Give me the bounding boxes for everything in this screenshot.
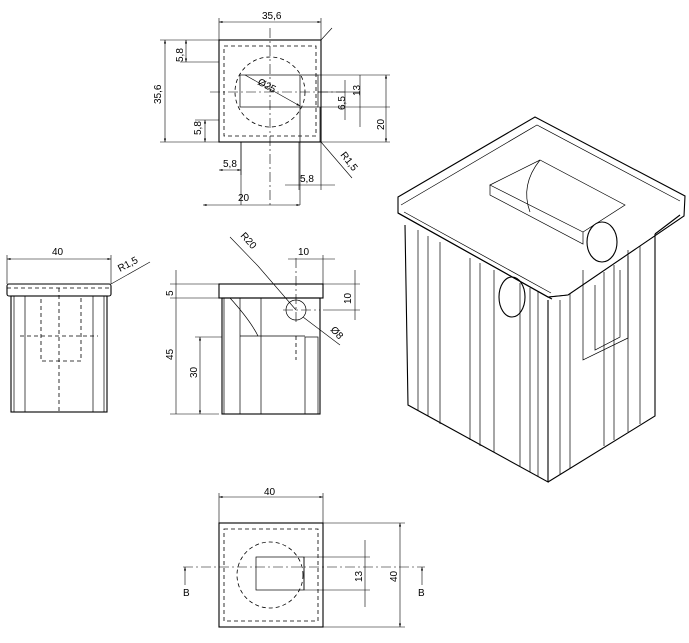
dim-section-flange: 5 [165, 290, 176, 296]
dim-top-edge-top: 5,8 [175, 48, 186, 62]
dim-section-offset-right: 10 [343, 292, 354, 304]
dim-front-width: 40 [52, 247, 64, 258]
dim-section-hole: Ø8 [328, 325, 345, 343]
dim-section-radius: R20 [238, 231, 259, 252]
dim-bottom-width: 40 [264, 487, 276, 498]
dim-bottom-height: 40 [389, 570, 400, 582]
dim-top-width: 35,6 [262, 11, 282, 22]
dim-top-slot-13: 13 [352, 84, 363, 96]
section-view: 5 45 30 10 10 Ø8 R20 [165, 231, 360, 415]
top-view-slot [239, 74, 319, 108]
dim-top-radius: R1,5 [338, 150, 360, 174]
dim-top-slot-20: 20 [376, 118, 387, 130]
dim-top-edge-left-bottom: 5,8 [223, 159, 237, 170]
dim-bottom-slot: 13 [354, 570, 365, 582]
isometric-view [397, 116, 686, 483]
dim-front-radius: R1,5 [116, 255, 140, 275]
dim-section-depth: 30 [189, 366, 200, 378]
top-view: 35,6 35,6 5,8 5,8 5,8 5,8 20 Ø25 [153, 11, 390, 207]
front-view: 40 R1,5 [6, 247, 151, 413]
dim-section-offset-top: 10 [298, 247, 310, 258]
dim-top-bottom-20: 20 [238, 193, 250, 204]
dim-top-edge-right-bottom: 5,8 [300, 174, 314, 185]
dim-section-height: 45 [165, 348, 176, 360]
dim-top-edge-bottom: 5,8 [193, 121, 204, 135]
bottom-view: 40 40 13 B B [183, 487, 425, 628]
dim-top-height: 35,6 [153, 84, 164, 104]
dim-top-diameter: Ø25 [256, 77, 278, 96]
dim-top-slot-small: 6,5 [337, 96, 348, 110]
section-label-right: B [418, 588, 425, 599]
section-label-left: B [183, 588, 190, 599]
